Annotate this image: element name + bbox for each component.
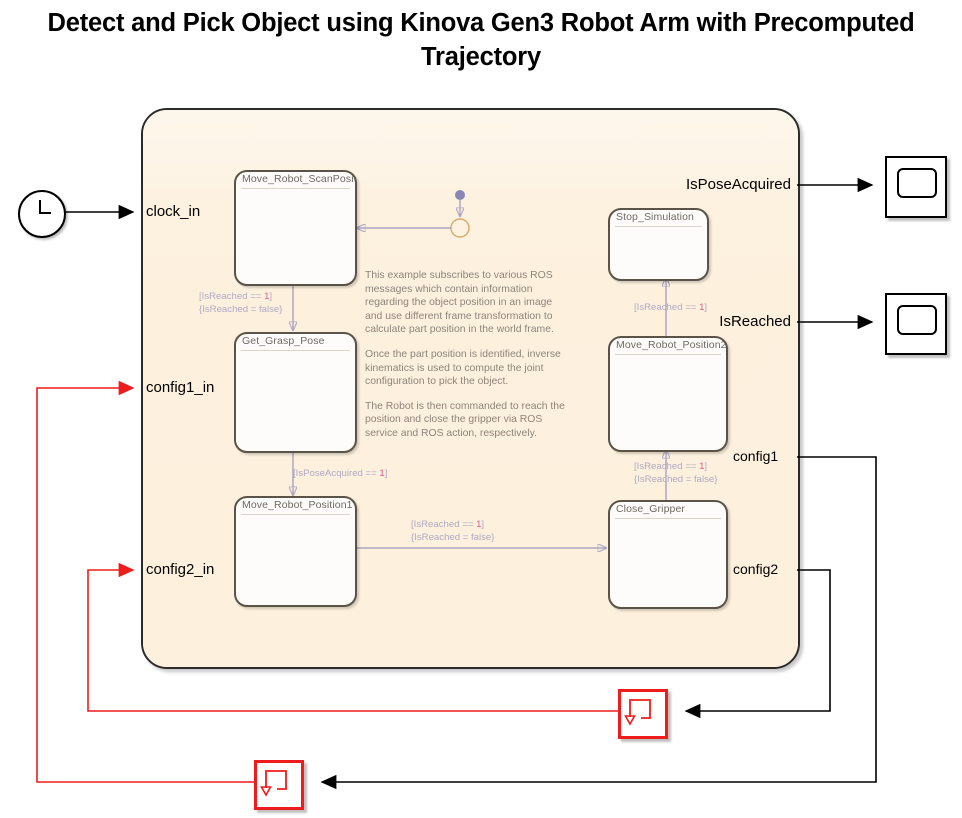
state-title-divider — [615, 226, 702, 227]
state-move-robot-position2[interactable]: Move_Robot_Position2 — [608, 336, 728, 452]
state-title-divider — [241, 514, 350, 515]
unit-delay-icon — [260, 770, 287, 797]
transition-label-position2-to-stopsimulation: [IsReached == 1] — [634, 302, 707, 315]
input-port-config2-in: config2_in — [146, 561, 215, 578]
state-label: Move_Robot_Position2 — [616, 339, 727, 351]
state-stop-simulation[interactable]: Stop_Simulation — [608, 208, 709, 281]
transition-action: {IsReached = false} — [199, 303, 283, 315]
output-port-ispose-acquired: IsPoseAcquired — [685, 176, 791, 193]
state-move-robot-position1[interactable]: Move_Robot_Position1 — [234, 496, 357, 607]
state-get-grasp-pose[interactable]: Get_Grasp_Pose — [234, 332, 357, 453]
transition-condition: [IsReached == 1] — [634, 461, 708, 472]
input-port-clock-in: clock_in — [146, 203, 201, 220]
output-port-isreached: IsReached — [719, 313, 791, 330]
clock-icon — [39, 200, 51, 214]
transition-condition: [IsReached == 1] — [411, 519, 485, 530]
transition-condition: [IsReached == 1] — [634, 302, 708, 313]
transition-label-grasppose-to-position1: [IsPoseAcquired == 1] — [293, 468, 387, 481]
clock-source-block[interactable] — [18, 190, 66, 238]
annotation-paragraph-1: This example subscribes to various ROS m… — [365, 270, 554, 336]
annotation-paragraph-2: Once the part position is identified, in… — [365, 348, 561, 388]
unit-delay-icon — [624, 699, 651, 726]
state-title-divider — [615, 354, 721, 355]
state-label: Close_Gripper — [616, 503, 685, 515]
transition-action: {IsReached = false} — [411, 531, 495, 543]
scope-icon — [897, 168, 937, 198]
state-title-divider — [241, 188, 350, 189]
transition-action: {IsReached = false} — [634, 473, 718, 485]
annotation-paragraph-3: The Robot is then commanded to reach the… — [365, 400, 565, 439]
chart-annotation: This example subscribes to various ROS m… — [365, 269, 569, 441]
ic-block-config2[interactable] — [618, 689, 668, 739]
state-label: Move_Robot_ScanPosition — [242, 173, 357, 185]
transition-label-closegripper-to-position2: [IsReached == 1] {IsReached = false} — [634, 461, 717, 486]
transition-label-position1-to-closegripper: [IsReached == 1] {IsReached = false} — [411, 519, 494, 544]
state-label: Move_Robot_Position1 — [242, 499, 353, 511]
state-close-gripper[interactable]: Close_Gripper — [608, 500, 728, 609]
output-port-config2: config2 — [733, 561, 779, 577]
transition-condition: [IsPoseAcquired == 1] — [293, 468, 388, 479]
scope-block-isreached[interactable] — [885, 293, 947, 355]
state-title-divider — [241, 350, 350, 351]
state-move-robot-scanposition[interactable]: Move_Robot_ScanPosition — [234, 170, 357, 286]
page-title: Detect and Pick Object using Kinova Gen3… — [47, 9, 915, 71]
state-label: Stop_Simulation — [616, 211, 694, 223]
state-label: Get_Grasp_Pose — [242, 335, 325, 347]
state-title-divider — [615, 518, 721, 519]
transition-condition: [IsReached == 1] — [199, 291, 273, 302]
ic-block-config1[interactable] — [254, 760, 304, 810]
transition-label-scanposition-to-grasppose: [IsReached == 1] {IsReached = false} — [199, 291, 282, 316]
output-port-config1: config1 — [733, 448, 779, 464]
scope-block-ispose-acquired[interactable] — [885, 156, 947, 218]
input-port-config1-in: config1_in — [146, 379, 215, 396]
scope-icon — [897, 305, 937, 335]
